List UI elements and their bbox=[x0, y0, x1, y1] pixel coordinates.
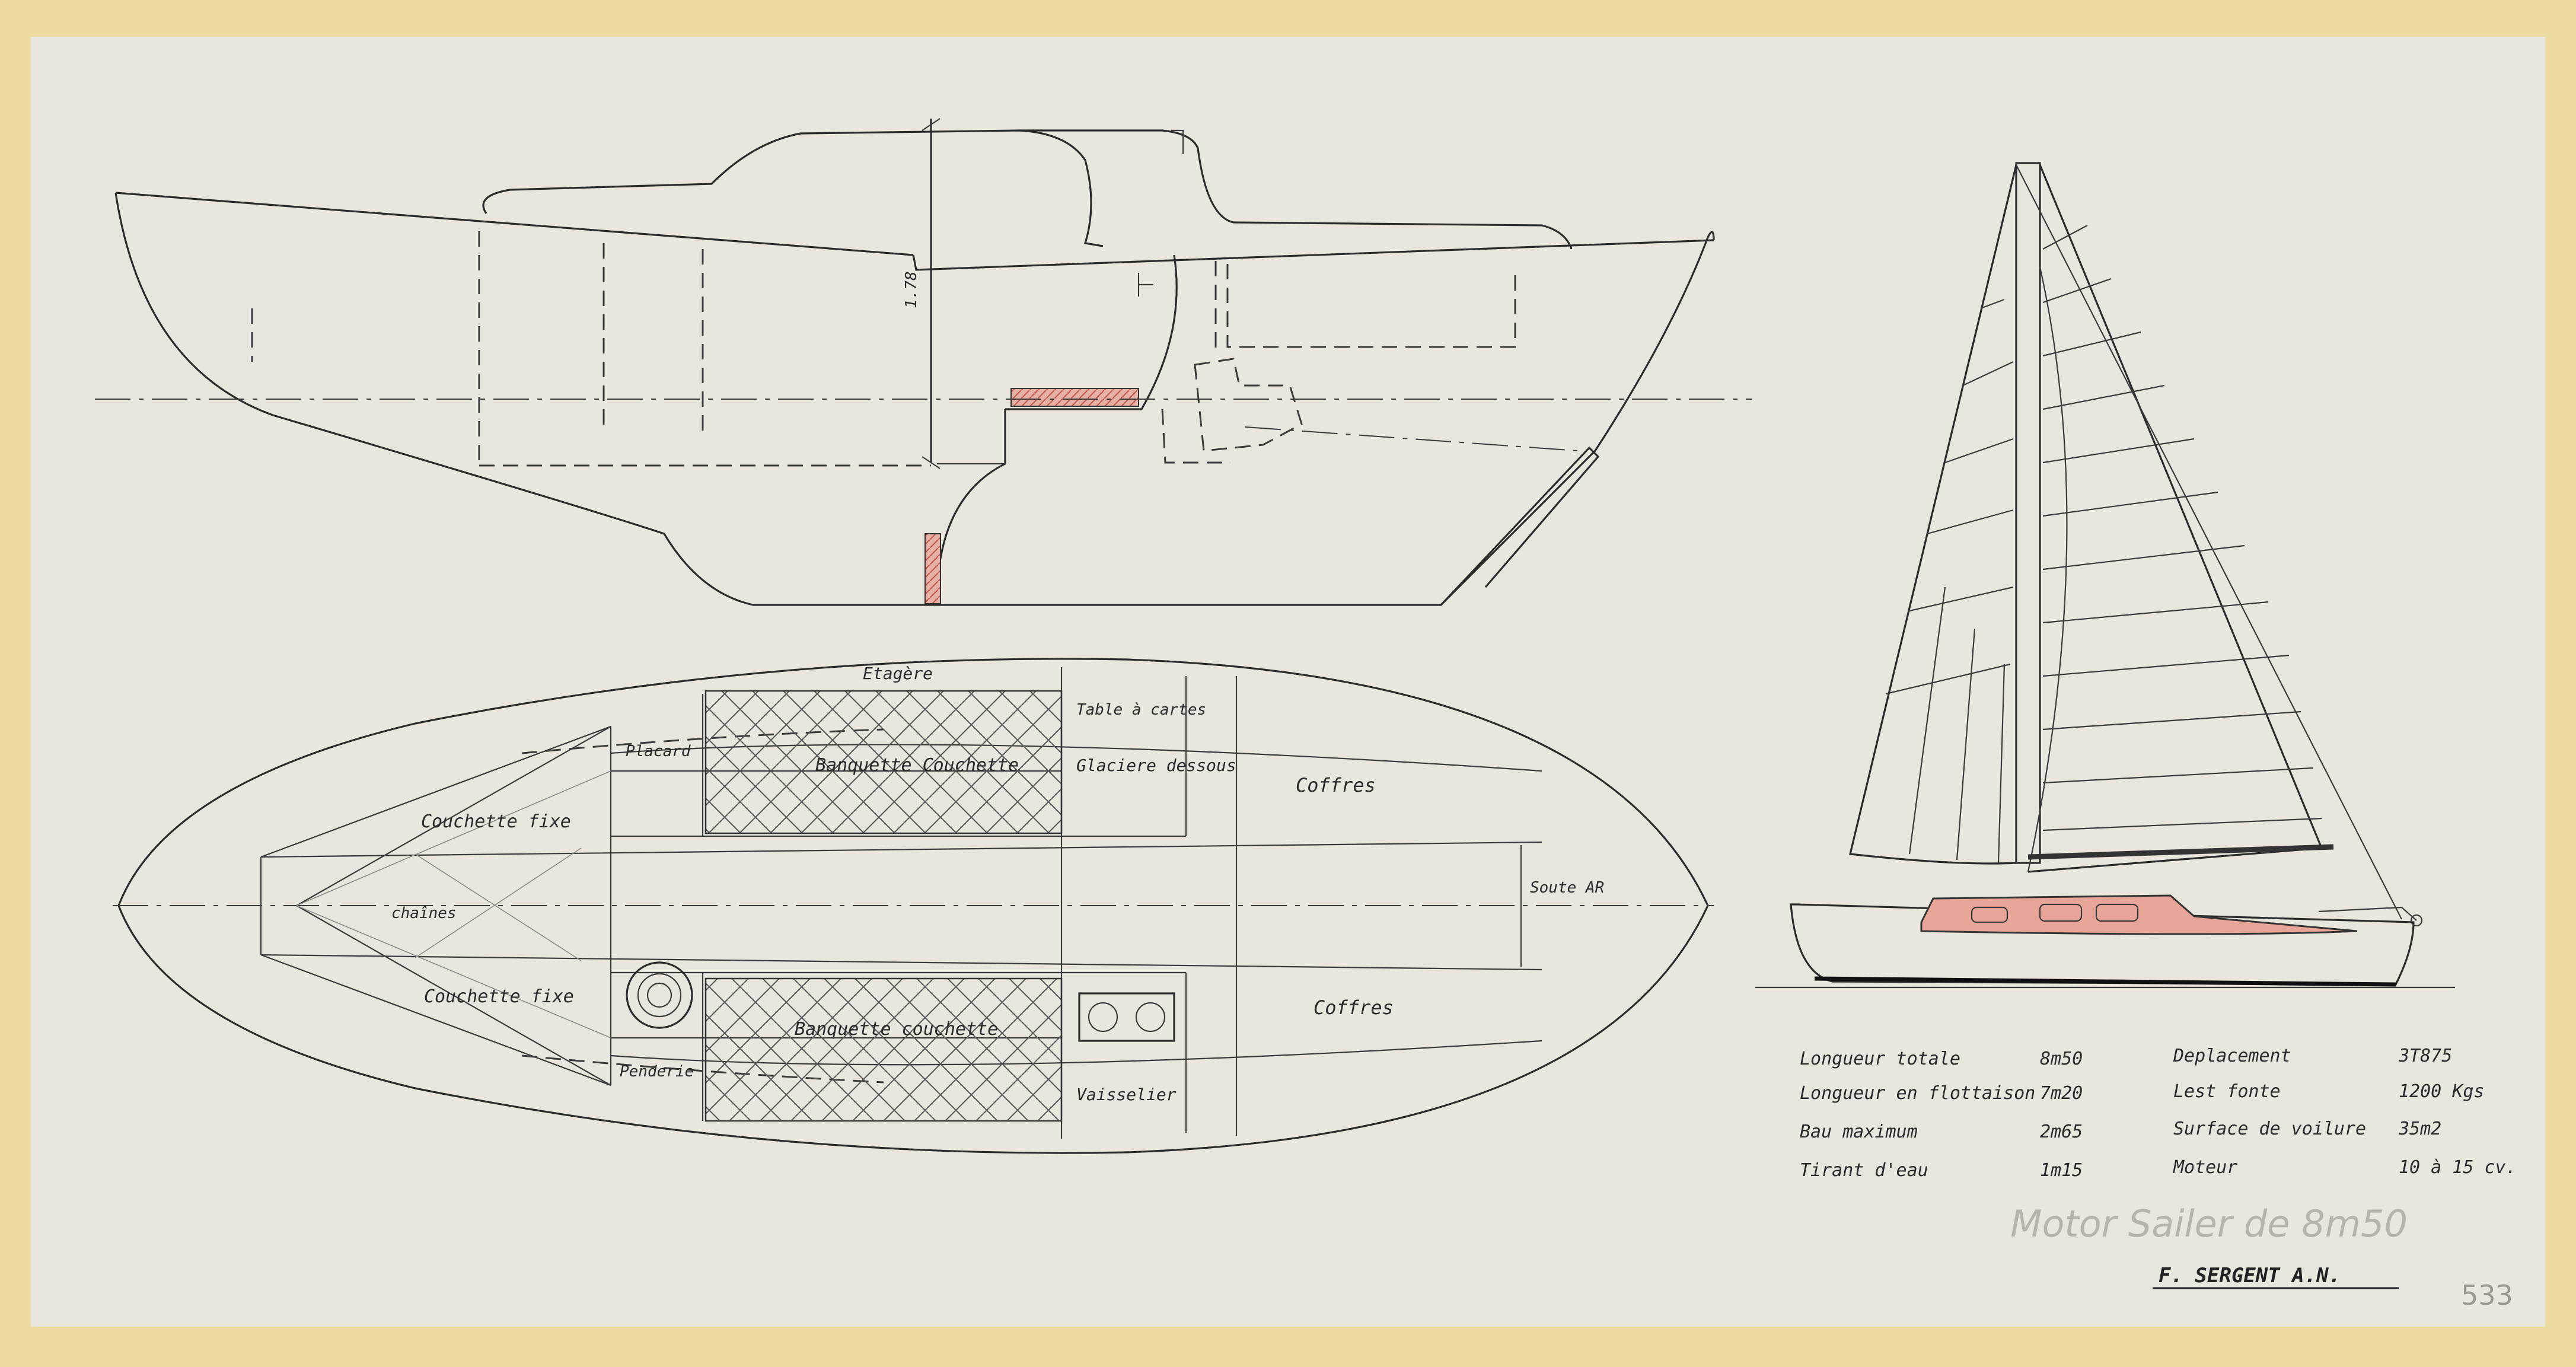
signature: F. SERGENT A.N. bbox=[2159, 1264, 2341, 1288]
spec-label-2: Bau maximum bbox=[1800, 1121, 1918, 1142]
hull-side-profile: 1.78 bbox=[95, 118, 1752, 606]
spec-value-1: 7m20 bbox=[2040, 1083, 2083, 1104]
label-placard: Placard bbox=[626, 743, 691, 760]
label-penderie: Penderie bbox=[620, 1063, 694, 1081]
spec-label-6: Surface de voilure bbox=[2173, 1119, 2366, 1139]
specifications: Longueur totale 8m50 Longueur en flottai… bbox=[1800, 1046, 2517, 1181]
label-banquette-top: Banquette Couchette bbox=[815, 755, 1019, 776]
spec-label-3: Tirant d'eau bbox=[1800, 1160, 1928, 1181]
label-vaisselier: Vaisselier bbox=[1076, 1085, 1177, 1104]
label-chaines: chaînes bbox=[391, 904, 457, 922]
height-dimension: 1.78 bbox=[903, 271, 920, 308]
label-glaciere: Glaciere dessous bbox=[1076, 756, 1236, 775]
spec-value-3: 1m15 bbox=[2040, 1160, 2083, 1181]
label-coffres-bottom: Coffres bbox=[1313, 996, 1394, 1019]
deck-plan: Etagère Table à cartes Placard Banquette… bbox=[113, 658, 1714, 1154]
label-soute: Soute AR bbox=[1530, 879, 1604, 897]
spec-value-7: 10 à 15 cv. bbox=[2399, 1157, 2517, 1178]
label-banquette-bottom: Banquette couchette bbox=[795, 1019, 998, 1040]
spec-value-0: 8m50 bbox=[2040, 1049, 2083, 1069]
sheet-number: 533 bbox=[2461, 1279, 2513, 1311]
label-couchette-bottom: Couchette fixe bbox=[424, 986, 574, 1007]
red-hatch-floor bbox=[1010, 388, 1139, 407]
paper bbox=[31, 37, 2545, 1327]
spec-label-1: Longueur en flottaison bbox=[1800, 1083, 2035, 1104]
label-couchette-top: Couchette fixe bbox=[421, 811, 571, 832]
spec-value-4: 3T875 bbox=[2398, 1046, 2452, 1066]
label-coffres-top: Coffres bbox=[1296, 774, 1376, 796]
red-keel-section bbox=[924, 533, 941, 604]
pencil-title: Motor Sailer de 8m50 bbox=[2010, 1202, 2408, 1245]
spec-label-4: Deplacement bbox=[2173, 1046, 2291, 1066]
label-etagere: Etagère bbox=[863, 664, 933, 683]
spec-value-5: 1200 Kgs bbox=[2399, 1081, 2485, 1102]
spec-label-7: Moteur bbox=[2173, 1157, 2237, 1178]
label-table-cartes: Table à cartes bbox=[1076, 701, 1206, 719]
spec-value-2: 2m65 bbox=[2040, 1121, 2083, 1142]
spec-value-6: 35m2 bbox=[2398, 1119, 2441, 1139]
spec-label-0: Longueur totale bbox=[1800, 1049, 1960, 1069]
spec-label-5: Lest fonte bbox=[2173, 1081, 2281, 1102]
sail-plan bbox=[1755, 162, 2455, 989]
